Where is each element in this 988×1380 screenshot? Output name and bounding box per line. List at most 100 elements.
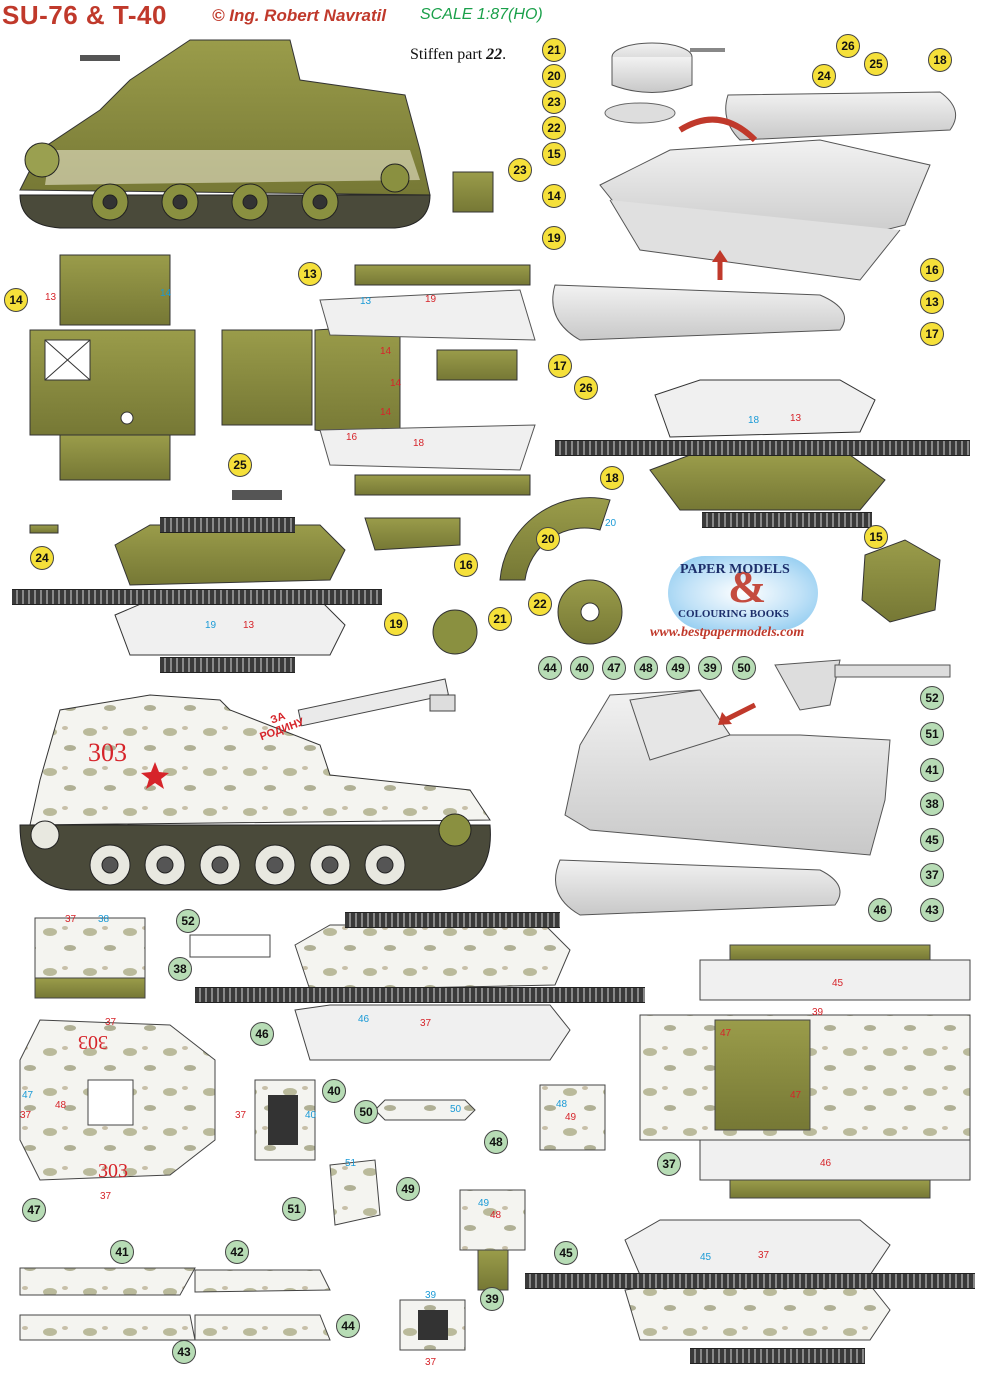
part-label: 48 — [55, 1100, 67, 1111]
part-label: 37 — [65, 914, 77, 925]
t40-side-view — [19, 39, 431, 229]
part-label: 37 — [100, 1191, 112, 1202]
part-label: 13 — [243, 620, 255, 631]
t40-track-sets — [114, 379, 941, 656]
part-badge: 39 — [698, 656, 722, 680]
part-label: 37 — [758, 1250, 770, 1261]
part-label: 19 — [425, 294, 437, 305]
t40-assembly-diagram — [552, 42, 957, 341]
part-badge: 37 — [657, 1152, 681, 1176]
tread-strip — [702, 512, 872, 528]
part-badge: 26 — [836, 34, 860, 58]
part-badge: 52 — [176, 909, 200, 933]
su76-side-view — [19, 678, 491, 891]
part-badge: 50 — [732, 656, 756, 680]
stiffen-note: Stiffen part 22. — [410, 46, 506, 64]
part-label: 37 — [20, 1110, 32, 1121]
part-badge: 52 — [920, 686, 944, 710]
part-badge: 50 — [354, 1100, 378, 1124]
part-badge: 19 — [384, 612, 408, 636]
part-badge: 24 — [30, 546, 54, 570]
part-badge: 51 — [920, 722, 944, 746]
part-label: 19 — [205, 620, 217, 631]
part-badge: 40 — [322, 1079, 346, 1103]
tread-strip — [195, 987, 645, 1003]
part-badge: 39 — [480, 1287, 504, 1311]
part-label: 37 — [235, 1110, 247, 1121]
part-label: 14 — [380, 346, 392, 357]
part-badge: 13 — [298, 262, 322, 286]
stiffen-note-part: 22 — [486, 46, 503, 63]
part-badge: 22 — [528, 592, 552, 616]
part-label: 18 — [748, 415, 760, 426]
part-badge: 17 — [548, 354, 572, 378]
part-badge: 40 — [570, 656, 594, 680]
part-label: 40 — [305, 1110, 317, 1121]
part-badge: 23 — [542, 90, 566, 114]
part-label: 45 — [700, 1252, 712, 1263]
part-badge: 20 — [536, 527, 560, 551]
part-badge: 47 — [22, 1198, 46, 1222]
author-credit: © Ing. Robert Navratil — [212, 6, 387, 25]
tread-strip — [555, 440, 970, 456]
part-label: 47 — [22, 1090, 34, 1101]
tread-strip — [525, 1273, 975, 1289]
part-label: 49 — [565, 1112, 577, 1123]
part-badge: 38 — [168, 957, 192, 981]
part-badge: 13 — [920, 290, 944, 314]
part-badge: 43 — [920, 898, 944, 922]
part-badge: 16 — [454, 553, 478, 577]
part-badge: 46 — [868, 898, 892, 922]
tread-strip — [160, 657, 295, 673]
part-label: 37 — [425, 1357, 437, 1368]
stiffen-note-suffix: . — [502, 46, 507, 63]
net-number-top: 303 — [78, 1031, 108, 1053]
su76-parts-nets — [19, 917, 971, 1351]
part-badge: 49 — [666, 656, 690, 680]
tread-strip — [690, 1348, 865, 1364]
part-badge: 18 — [928, 48, 952, 72]
part-badge: 51 — [282, 1197, 306, 1221]
part-label: 39 — [425, 1290, 437, 1301]
part-badge: 46 — [250, 1022, 274, 1046]
part-badge: 21 — [488, 607, 512, 631]
t40-hull-net — [29, 171, 536, 534]
part-badge: 38 — [920, 792, 944, 816]
part-label: 47 — [720, 1028, 732, 1039]
page-title: SU-76 & T-40 — [2, 0, 167, 30]
brand-line1: PAPER MODELS — [680, 562, 790, 577]
part-label: 14 — [390, 378, 402, 389]
part-badge: 18 — [600, 466, 624, 490]
tread-strip — [345, 912, 560, 928]
brand-logo — [668, 556, 818, 630]
part-badge: 16 — [920, 258, 944, 282]
part-label: 13 — [790, 413, 802, 424]
tread-strip — [12, 589, 382, 605]
part-badge: 15 — [864, 525, 888, 549]
part-label: 14 — [380, 407, 392, 418]
part-label: 51 — [345, 1158, 357, 1169]
part-badge: 24 — [812, 64, 836, 88]
part-label: 14 — [160, 288, 172, 299]
net-number-bottom: 303 — [98, 1160, 128, 1182]
part-badge: 14 — [4, 288, 28, 312]
part-badge: 19 — [542, 226, 566, 250]
part-label: 48 — [556, 1099, 568, 1110]
part-label: 50 — [450, 1104, 462, 1115]
part-badge: 15 — [542, 142, 566, 166]
part-badge: 21 — [542, 38, 566, 62]
part-badge: 44 — [336, 1314, 360, 1338]
part-badge: 20 — [542, 64, 566, 88]
part-badge: 41 — [110, 1240, 134, 1264]
part-badge: 17 — [920, 322, 944, 346]
scale-label: SCALE 1:87(HO) — [420, 6, 543, 23]
part-badge: 25 — [228, 453, 252, 477]
part-label: 18 — [413, 438, 425, 449]
tread-strip — [160, 517, 295, 533]
brand-url: www.bestpapermodels.com — [650, 625, 805, 640]
part-badge: 22 — [542, 116, 566, 140]
part-badge: 14 — [542, 184, 566, 208]
part-badge: 23 — [508, 158, 532, 182]
part-label: 38 — [98, 914, 110, 925]
